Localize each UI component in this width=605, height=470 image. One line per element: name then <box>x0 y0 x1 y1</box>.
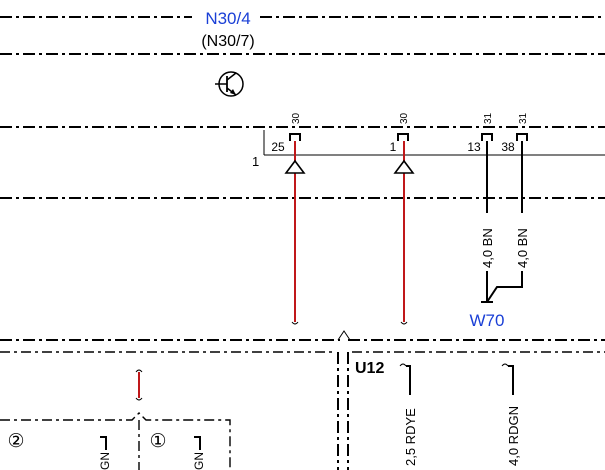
terminal-label: 31 <box>518 112 529 124</box>
submodule-boundary <box>0 412 231 470</box>
module-label[interactable]: N30/4 <box>205 9 250 28</box>
ground-wire[interactable] <box>486 271 523 303</box>
wire-break-icon <box>135 397 143 401</box>
terminal-bracket <box>397 133 409 141</box>
terminal-label: 30 <box>399 112 410 124</box>
terminal-bracket <box>481 133 493 141</box>
harness-wire[interactable] <box>508 365 514 395</box>
reference-marker[interactable]: ② <box>7 431 24 452</box>
wire-label: 4,0 BN <box>480 228 495 268</box>
triangle-icon <box>284 159 306 174</box>
pin-number: 1 <box>390 140 397 154</box>
connector-label: 1 <box>252 154 259 169</box>
terminal-label: 31 <box>483 112 494 124</box>
triangle-icon <box>393 159 415 174</box>
wire-label: 2,5 RDYE <box>403 408 418 466</box>
terminal-bracket <box>516 133 528 141</box>
terminal-bracket <box>289 133 301 141</box>
wire-break-icon <box>501 363 509 367</box>
reference-marker[interactable]: ① <box>149 431 166 452</box>
wire-label: 4,0 RDGN <box>506 406 521 466</box>
transistor-icon <box>215 71 244 97</box>
harness-wire[interactable] <box>406 365 411 395</box>
wire-label: GN <box>98 452 112 470</box>
terminal-label: 30 <box>291 112 302 124</box>
harness-wire[interactable] <box>100 436 107 450</box>
wire-break-icon <box>400 321 408 325</box>
alt-module-label: (N30/7) <box>201 33 254 50</box>
pin-number: 38 <box>501 140 515 154</box>
wire-break-icon <box>135 369 143 373</box>
wire-label: 4,0 BN <box>515 228 530 268</box>
pin-number: 13 <box>467 140 481 154</box>
pin-number: 25 <box>271 140 285 154</box>
wire-label: GN <box>192 452 206 470</box>
harness-break-icon <box>337 330 351 341</box>
ground-point-label[interactable]: W70 <box>470 311 505 330</box>
wire-break-icon <box>399 363 407 367</box>
harness-label[interactable]: U12 <box>355 360 384 377</box>
harness-wire[interactable] <box>194 436 201 450</box>
wire-break-icon <box>291 321 299 325</box>
